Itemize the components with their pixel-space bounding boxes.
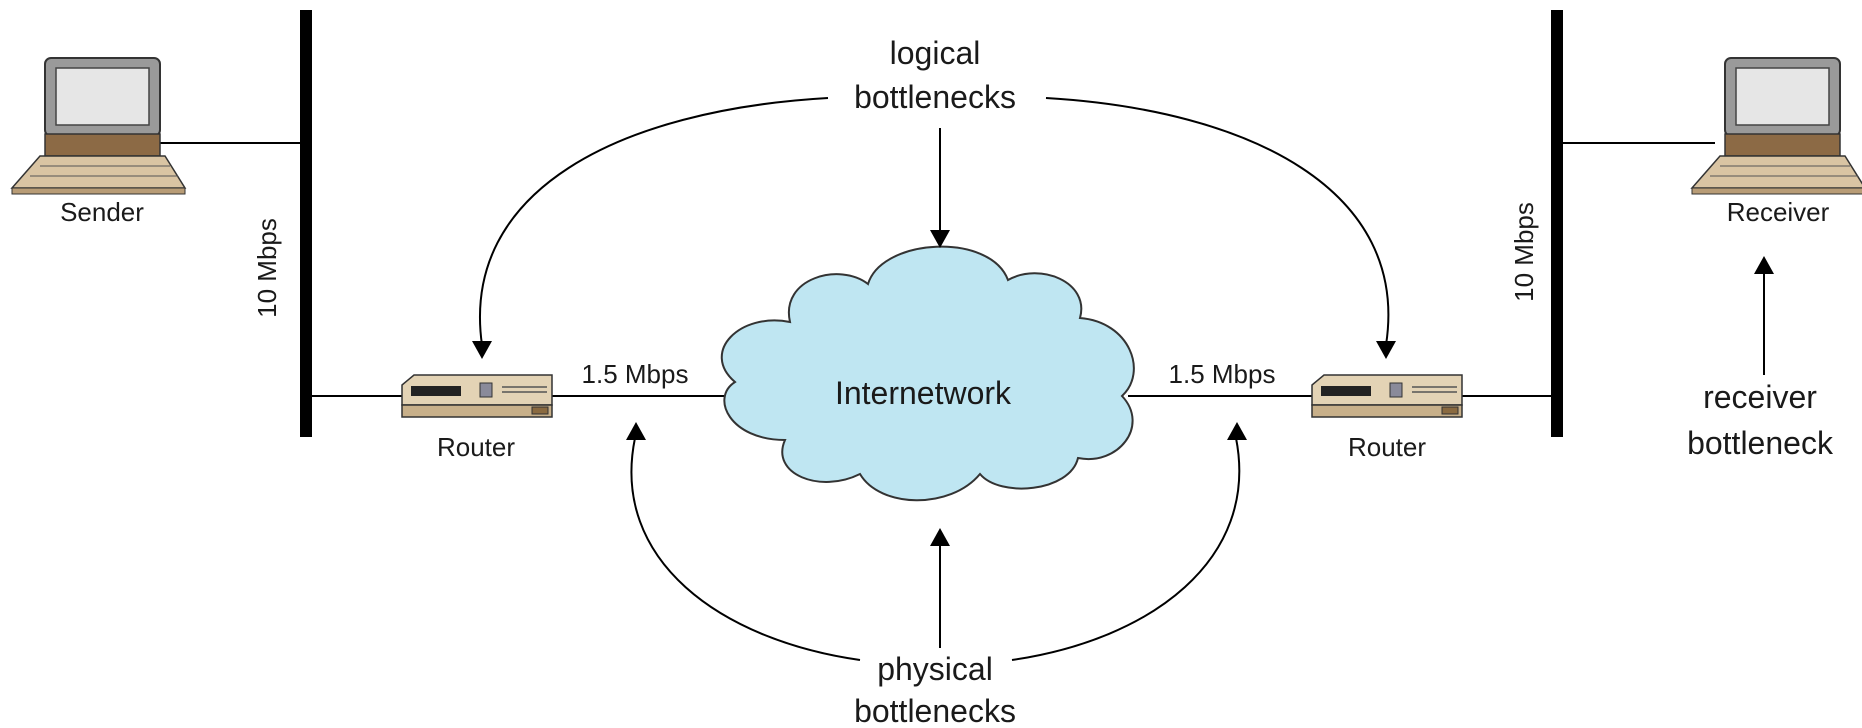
right-link-speed-label: 1.5 Mbps (1169, 359, 1276, 389)
left-link-speed-label: 1.5 Mbps (582, 359, 689, 389)
left-router-label: Router (437, 432, 515, 462)
physical-arrow-left (630, 437, 861, 661)
right-bus-speed-label: 10 Mbps (1509, 202, 1539, 302)
left-router-icon (401, 374, 553, 418)
logical-arrowhead-center (930, 230, 950, 248)
logical-bottlenecks-label-line2: bottlenecks (854, 79, 1016, 115)
logical-arrow-right (1045, 97, 1390, 346)
physical-arrow-right (1011, 437, 1241, 661)
right-router-label: Router (1348, 432, 1426, 462)
receiver-label: Receiver (1727, 197, 1830, 227)
receiver-bottleneck-label-line2: bottleneck (1687, 425, 1834, 461)
physical-bottlenecks-label-line2: bottlenecks (854, 693, 1016, 728)
logical-bottlenecks-label-line1: logical (890, 35, 981, 71)
physical-bottlenecks-label-line1: physical (877, 651, 993, 687)
physical-arrowhead-left (626, 422, 646, 440)
physical-arrowhead-right (1227, 422, 1247, 440)
logical-arrowhead-right (1376, 341, 1396, 359)
receiver-computer-icon (1690, 57, 1862, 195)
physical-arrowhead-center (930, 528, 950, 546)
receiver-bottleneck-label-line1: receiver (1703, 379, 1817, 415)
left-bus-speed-label: 10 Mbps (252, 218, 282, 318)
logical-arrow-left (479, 97, 829, 346)
receiver-bottleneck-arrowhead (1754, 256, 1774, 274)
logical-arrowhead-left (472, 341, 492, 359)
right-router-icon (1311, 374, 1463, 418)
cloud-label: Internetwork (835, 375, 1012, 411)
sender-computer-icon (10, 57, 187, 195)
sender-label: Sender (60, 197, 144, 227)
internetwork-cloud-icon (720, 245, 1135, 502)
